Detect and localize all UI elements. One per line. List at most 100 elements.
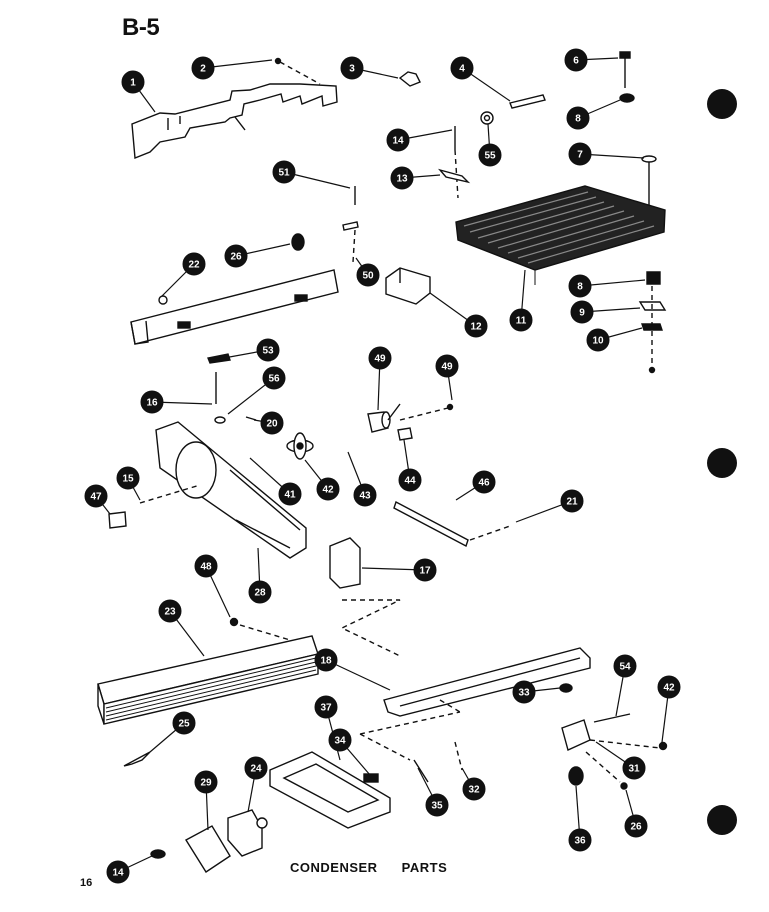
callout-part-number: 53: [262, 346, 274, 357]
callout-badge: [278, 482, 302, 506]
part-condenser-coil: [455, 185, 666, 285]
callout-part-number: 13: [396, 174, 408, 185]
callout-part-number: 8: [575, 114, 581, 125]
callout-part-number: 42: [322, 485, 334, 496]
callout-badge: [368, 346, 392, 370]
diagram-caption: CONDENSER PARTS: [290, 860, 448, 875]
callout-badge: [570, 300, 594, 324]
callout-badge: [356, 263, 380, 287]
callout-part-number: 32: [468, 785, 480, 796]
callout-badge: [191, 56, 215, 80]
callout-badge: [560, 489, 584, 513]
registration-dot: [707, 448, 737, 478]
part-shaft: [509, 94, 546, 109]
callout-part-number: 26: [230, 252, 242, 263]
callout-badge: [390, 166, 414, 190]
part-front-grille: [97, 635, 319, 725]
callout-badge: [464, 314, 488, 338]
part-baffle-panel: [131, 83, 338, 159]
callout-badge: [386, 128, 410, 152]
callout-badge: [194, 554, 218, 578]
callout-badge: [450, 56, 474, 80]
callout-badge: [248, 580, 272, 604]
callout-part-number: 4: [459, 64, 465, 75]
callout-part-number: 17: [419, 566, 431, 577]
callout-badge: [425, 793, 449, 817]
callout-badge: [413, 558, 437, 582]
callout-part-number: 21: [566, 497, 578, 508]
callout-badge: [262, 366, 286, 390]
callout-part-number: 28: [254, 588, 266, 599]
callout-part-number: 20: [266, 419, 278, 430]
callout-part-number: 41: [284, 490, 296, 501]
registration-dot: [707, 805, 737, 835]
callout-badge: [140, 390, 164, 414]
callout-part-number: 51: [278, 168, 290, 179]
callout-badge: [256, 338, 280, 362]
callout-badge: [158, 599, 182, 623]
callout-badge: [613, 654, 637, 678]
callout-part-number: 50: [362, 271, 374, 282]
callout-badge: [478, 143, 502, 167]
callout-part-number: 14: [392, 136, 404, 147]
callout-part-number: 23: [164, 607, 176, 618]
callout-badge: [316, 477, 340, 501]
callout-badge: [586, 328, 610, 352]
callout-badge: [398, 468, 422, 492]
callout-badge: [568, 828, 592, 852]
callout-part-number: 37: [320, 703, 332, 714]
callout-part-number: 35: [431, 801, 443, 812]
callout-badge: [260, 411, 284, 435]
callout-badge: [314, 695, 338, 719]
callout-part-number: 44: [404, 476, 416, 487]
callout-part-number: 43: [359, 491, 371, 502]
part-mounting-bracket: [185, 825, 231, 873]
callout-part-number: 46: [478, 478, 490, 489]
callout-badge: [272, 160, 296, 184]
page-number: 16: [80, 877, 93, 889]
callout-badge: [435, 354, 459, 378]
callout-badge: [340, 56, 364, 80]
callout-part-number: 9: [579, 308, 585, 319]
callout-badge: [182, 252, 206, 276]
callout-part-number: 42: [663, 683, 675, 694]
callout-part-number: 31: [628, 764, 640, 775]
callout-badge: [509, 308, 533, 332]
callout-badge: [564, 48, 588, 72]
callout-part-number: 36: [574, 836, 586, 847]
callout-badge: [224, 244, 248, 268]
callout-part-number: 8: [577, 282, 583, 293]
callout-badge: [172, 711, 196, 735]
callout-badge: [194, 770, 218, 794]
callout-part-number: 16: [146, 398, 158, 409]
registration-dot: [707, 89, 737, 119]
callout-part-number: 48: [200, 562, 212, 573]
callout-part-number: 3: [349, 64, 355, 75]
callout-badge: [566, 106, 590, 130]
callout-part-number: 1: [130, 78, 136, 89]
callout-badge: [328, 728, 352, 752]
callout-part-number: 22: [188, 260, 200, 271]
callout-part-number: 49: [374, 354, 386, 365]
callout-part-number: 11: [516, 316, 527, 327]
callout-badge: [568, 142, 592, 166]
callout-badge: [462, 777, 486, 801]
callout-part-number: 10: [592, 336, 604, 347]
page-title: B-5: [122, 14, 160, 41]
callout-part-number: 7: [577, 150, 583, 161]
callout-badge: [512, 680, 536, 704]
callout-part-number: 29: [200, 778, 212, 789]
callout-badge: [314, 648, 338, 672]
callout-leader-line: [325, 659, 391, 691]
callout-badge: [624, 814, 648, 838]
callout-part-number: 34: [334, 736, 346, 747]
callout-part-number: 26: [630, 822, 642, 833]
callout-part-number: 54: [619, 662, 631, 673]
part-bracket: [437, 168, 471, 184]
part-base-rail: [383, 647, 591, 717]
callout-part-number: 56: [268, 374, 280, 385]
callout-part-number: 49: [441, 362, 453, 373]
callout-badge: [106, 860, 130, 884]
